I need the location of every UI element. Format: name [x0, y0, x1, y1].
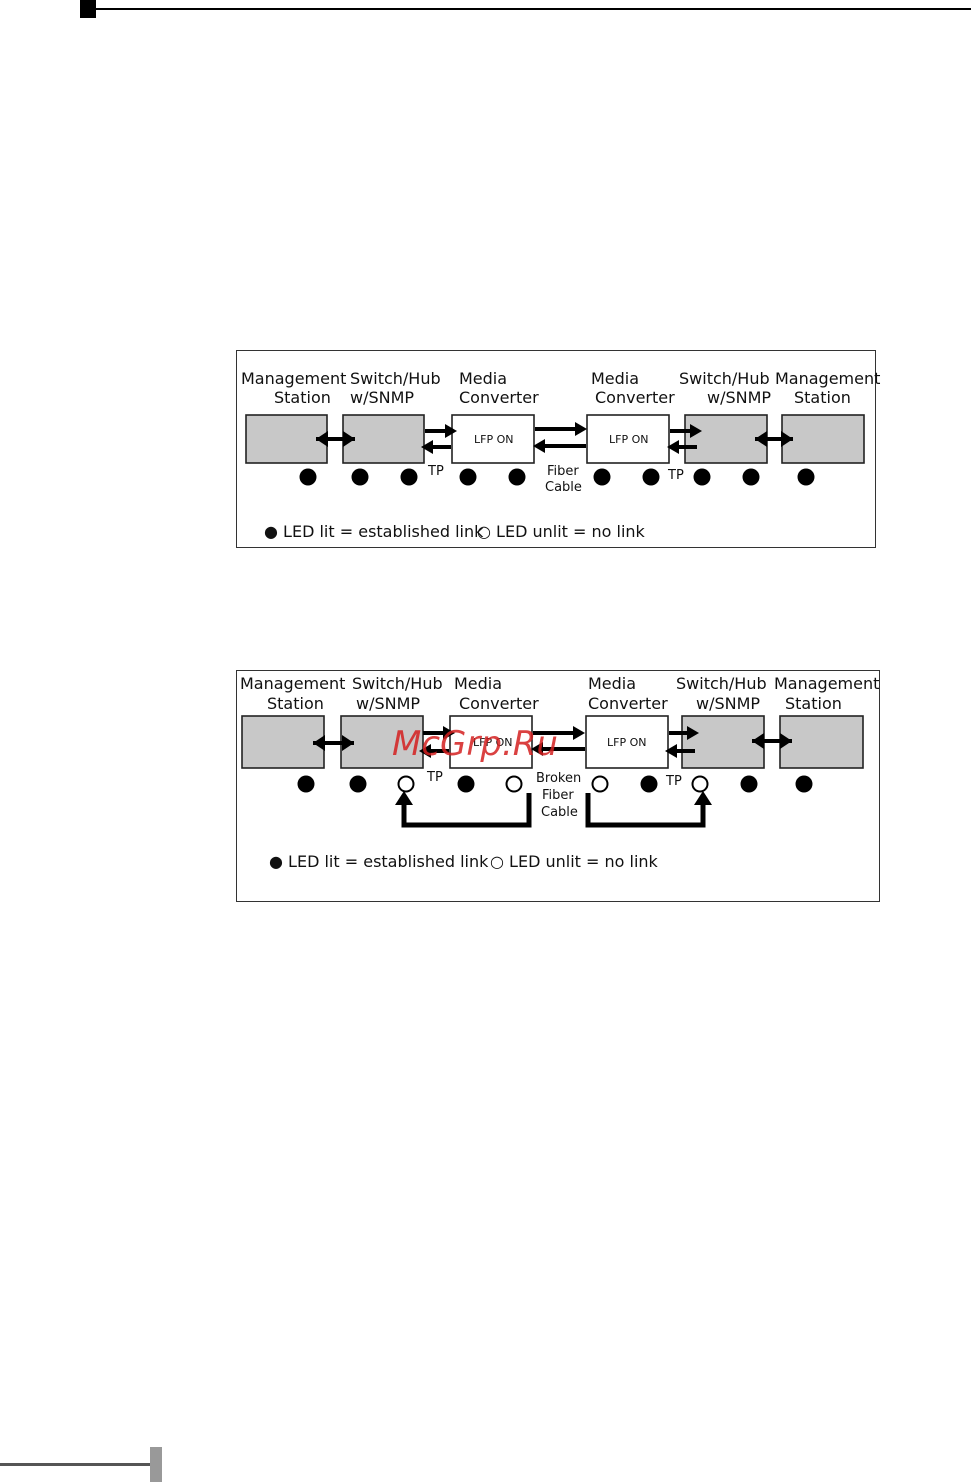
header-rule	[80, 8, 971, 10]
led-row-1	[299, 468, 815, 486]
fiber-cable-label-1: Fiber	[547, 464, 579, 479]
mgmt-station-right-2	[779, 715, 864, 769]
converter-right	[586, 414, 670, 464]
diagram-normal-link-svg: Management Station Switch/Hub w/SNMP Med…	[241, 369, 880, 541]
led-lit	[457, 775, 475, 793]
led-lit	[459, 468, 477, 486]
switch-left-2	[340, 715, 424, 769]
label2-converter-left-1: Media	[454, 674, 502, 693]
switch-right	[684, 414, 768, 464]
tp-label-right-2: TP	[665, 774, 682, 789]
tp-label-left: TP	[427, 464, 444, 479]
diagram-broken-fiber-svg: Management Station Switch/Hub w/SNMP Med…	[240, 674, 879, 871]
label-converter-left-1: Media	[459, 369, 507, 388]
switch-left	[342, 414, 425, 464]
led-lit	[740, 775, 758, 793]
diagram-broken-fiber: Management Station Switch/Hub w/SNMP Med…	[236, 670, 880, 902]
label2-mgmt-station-left-1: Management	[240, 674, 345, 693]
led-lit	[593, 468, 611, 486]
label-switch-left-2: w/SNMP	[350, 388, 414, 407]
switch-right-2	[681, 715, 765, 769]
led-lit	[795, 775, 813, 793]
label-converter-left-2: Converter	[459, 388, 539, 407]
led-lit	[400, 468, 418, 486]
legend-lit-1: ● LED lit = established link	[264, 522, 484, 541]
label2-converter-right-1: Media	[588, 674, 636, 693]
led-lit	[742, 468, 760, 486]
lfp-on-left: LFP ON	[474, 433, 513, 446]
label2-switch-left-2: w/SNMP	[356, 694, 420, 713]
label-switch-left-1: Switch/Hub	[350, 369, 441, 388]
legend-lit-2: ● LED lit = established link	[269, 852, 489, 871]
mgmt-station-left-2	[241, 715, 325, 769]
tp-label-left-2: TP	[426, 770, 443, 785]
lfp-arrow-left	[401, 793, 532, 828]
links-1	[316, 422, 793, 454]
label2-converter-right-2: Converter	[588, 694, 668, 713]
label-converter-right-2: Converter	[595, 388, 675, 407]
led-unlit	[505, 775, 523, 793]
label2-switch-right-1: Switch/Hub	[676, 674, 767, 693]
lfp-on-right: LFP ON	[609, 433, 648, 446]
fiber-cable-label-2: Cable	[545, 480, 582, 495]
led-unlit	[397, 775, 415, 793]
label-mgmt-station-left-1: Management	[241, 369, 346, 388]
broken-fiber-label-1: Broken	[536, 771, 581, 786]
label2-mgmt-station-right-2: Station	[785, 694, 842, 713]
label2-mgmt-station-left-2: Station	[267, 694, 324, 713]
label-mgmt-station-right-2: Station	[794, 388, 851, 407]
broken-fiber-label-3: Cable	[541, 805, 578, 820]
led-lit	[642, 468, 660, 486]
led-row-2	[297, 775, 813, 793]
label-switch-right-1: Switch/Hub	[679, 369, 770, 388]
broken-fiber-label-2: Fiber	[542, 788, 574, 803]
lfp-on-left-2: LFP ON	[473, 736, 512, 749]
footer-rule	[0, 1463, 152, 1466]
legend-unlit-2: ○ LED unlit = no link	[490, 852, 659, 871]
label2-switch-left-1: Switch/Hub	[352, 674, 443, 693]
label-mgmt-station-left-2: Station	[274, 388, 331, 407]
legend-unlit-1: ○ LED unlit = no link	[477, 522, 646, 541]
label2-converter-left-2: Converter	[459, 694, 539, 713]
lfp-on-right-2: LFP ON	[607, 736, 646, 749]
converter-left-2	[449, 715, 533, 769]
label2-switch-right-2: w/SNMP	[696, 694, 760, 713]
led-lit	[693, 468, 711, 486]
converter-right-2	[585, 715, 669, 769]
footer-marker	[150, 1447, 162, 1482]
led-unlit	[591, 775, 609, 793]
led-lit	[797, 468, 815, 486]
links-2	[313, 726, 792, 758]
label2-mgmt-station-right-1: Management	[774, 674, 879, 693]
label-mgmt-station-right-1: Management	[775, 369, 880, 388]
converter-left	[451, 414, 535, 464]
mgmt-station-left	[245, 414, 328, 464]
lfp-propagation-arrows	[395, 791, 712, 828]
led-unlit	[691, 775, 709, 793]
label-converter-right-1: Media	[591, 369, 639, 388]
label-switch-right-2: w/SNMP	[707, 388, 771, 407]
led-lit	[349, 775, 367, 793]
led-lit	[297, 775, 315, 793]
watermark: McGrp.Ru	[392, 724, 558, 764]
mgmt-station-right	[781, 414, 865, 464]
tp-label-right: TP	[667, 468, 684, 483]
lfp-arrow-right	[585, 793, 706, 828]
led-lit	[351, 468, 369, 486]
led-lit	[508, 468, 526, 486]
led-lit	[640, 775, 658, 793]
diagram-normal-link: Management Station Switch/Hub w/SNMP Med…	[236, 350, 880, 548]
led-lit	[299, 468, 317, 486]
